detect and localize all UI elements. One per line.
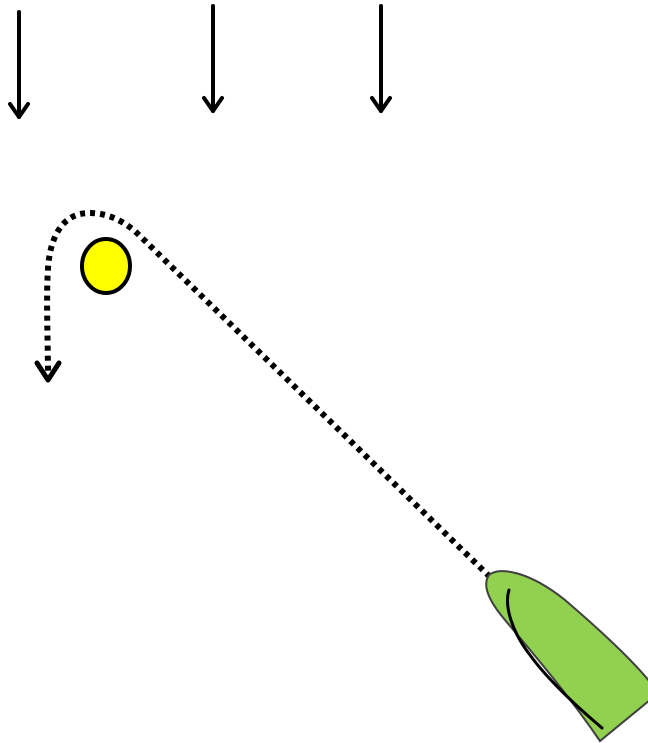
green-boat-hull-icon [486,571,648,741]
wind-arrows [10,6,390,117]
wind-arrow-2 [204,6,222,111]
wind-arrow-1 [10,12,28,117]
boat-hull [486,571,648,741]
wind-arrow-3 [372,6,390,111]
yellow-buoy-icon [82,239,130,293]
course-arrowhead-icon [37,363,59,380]
